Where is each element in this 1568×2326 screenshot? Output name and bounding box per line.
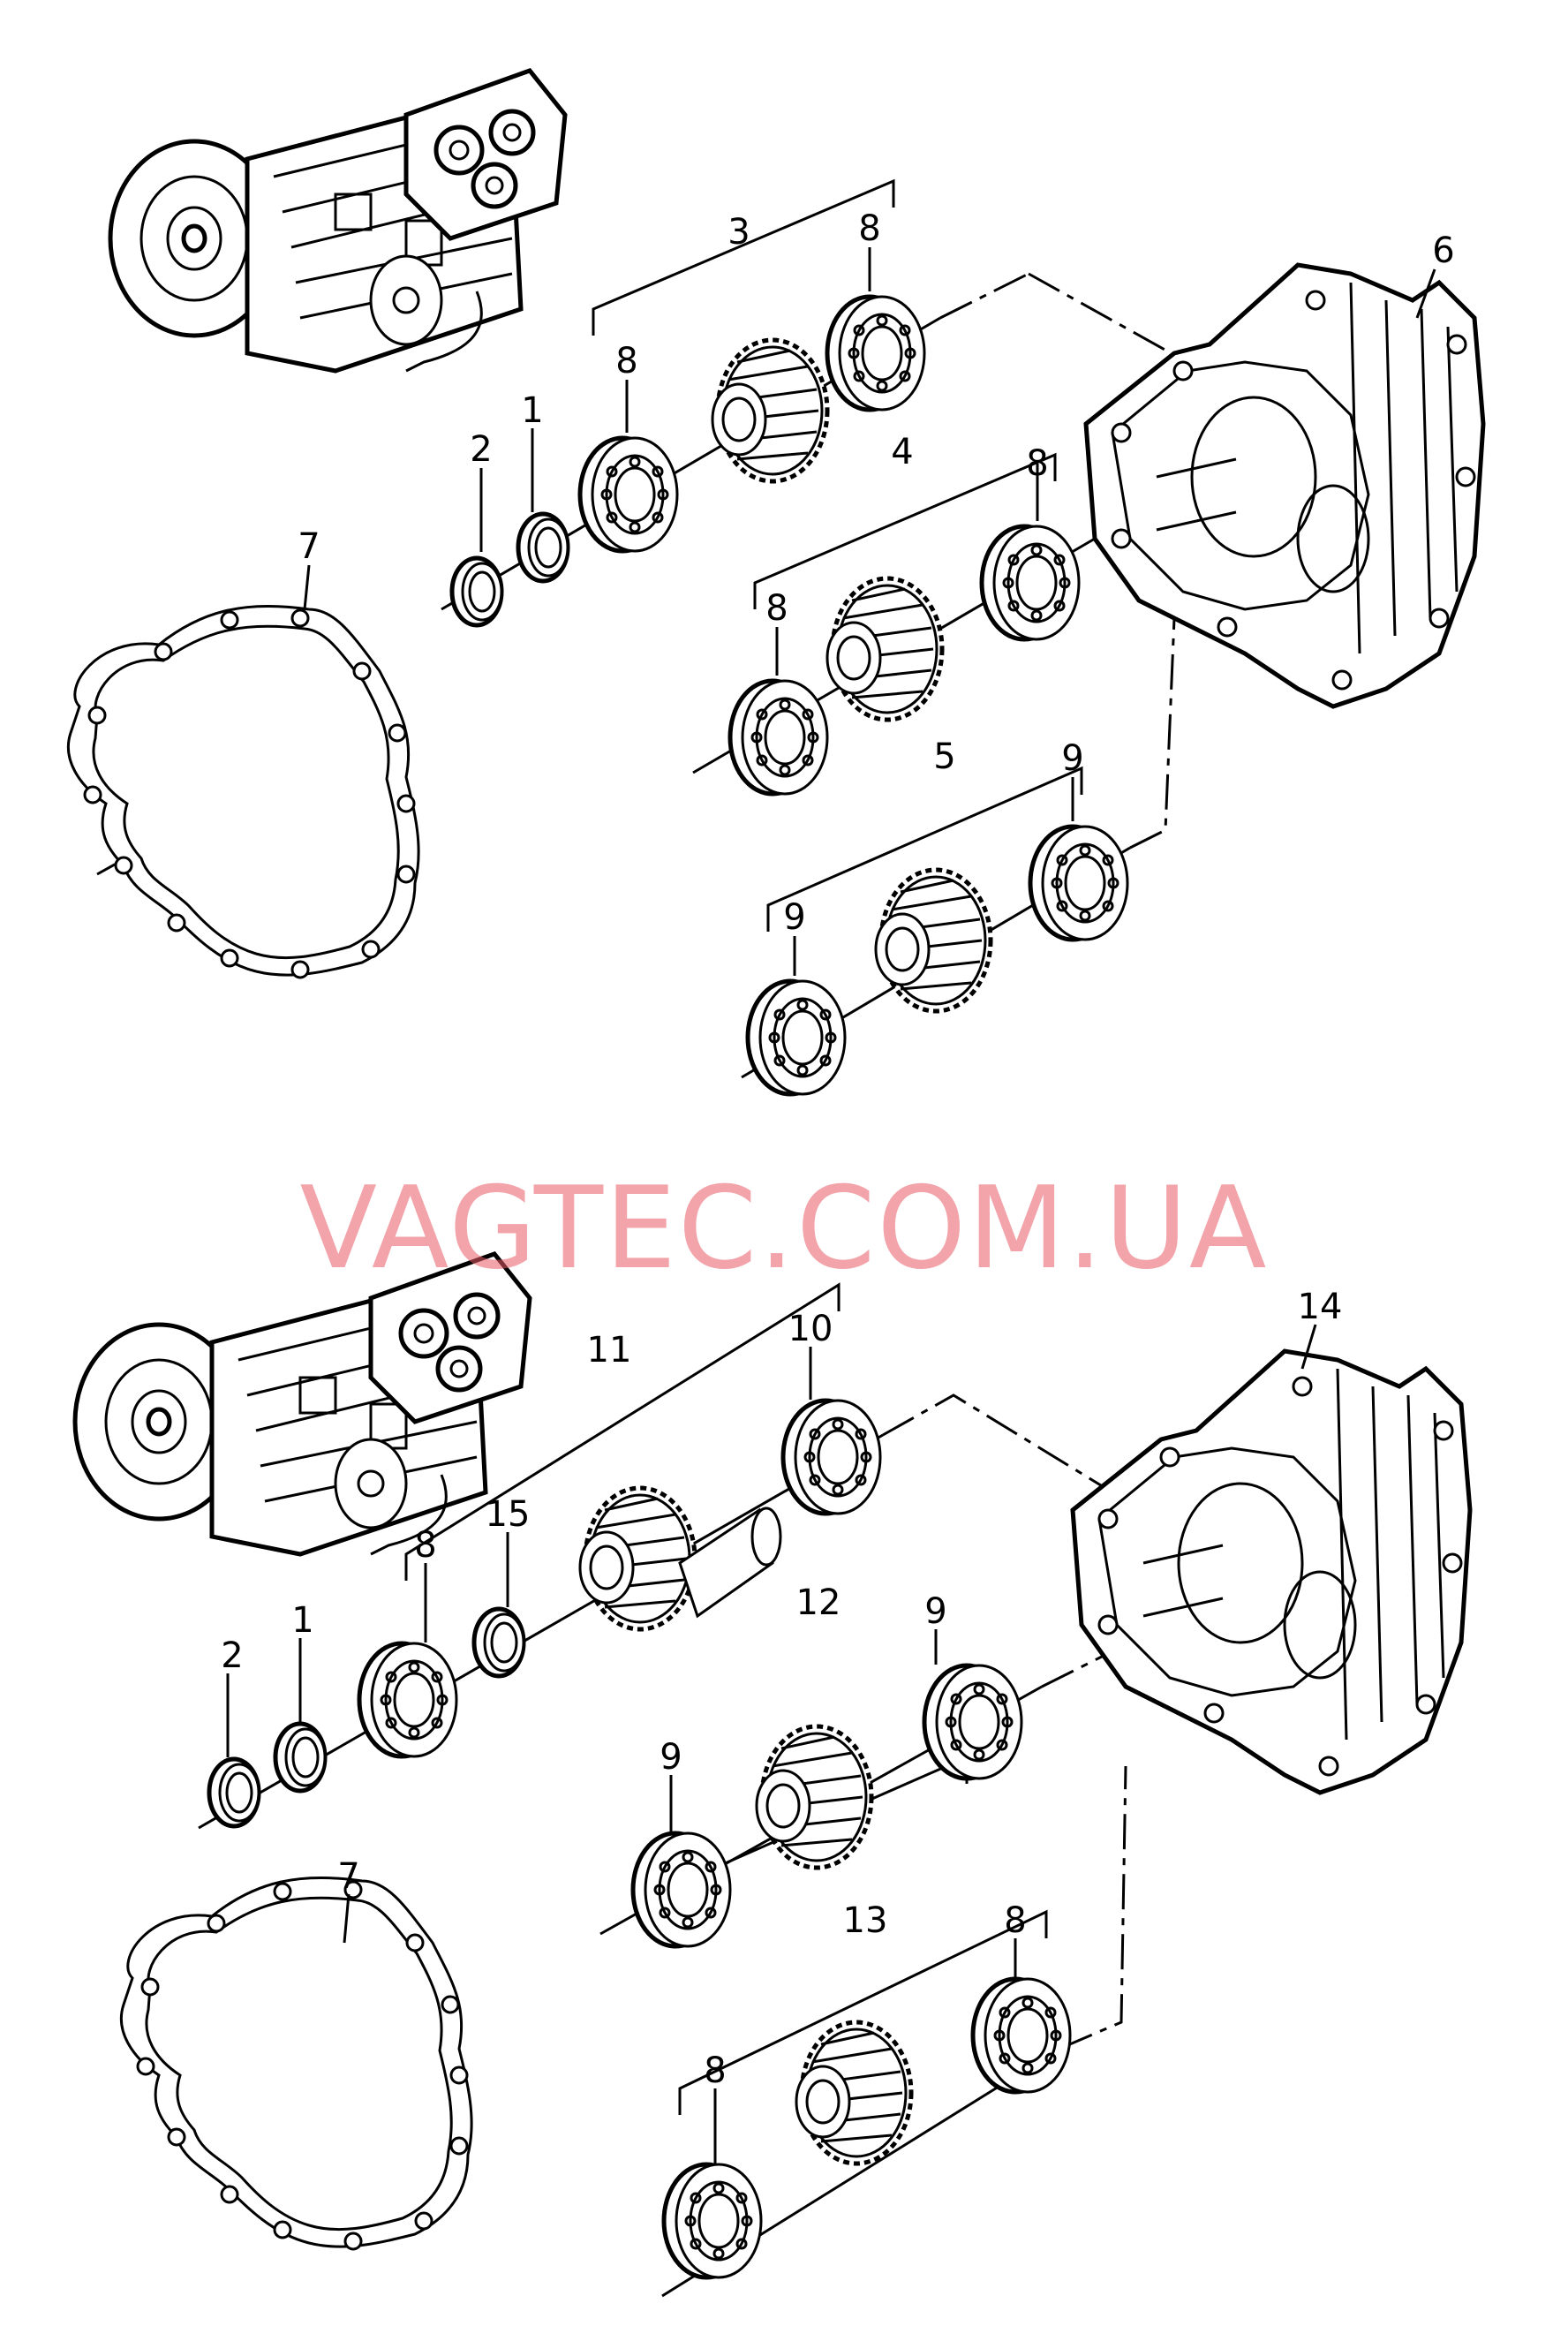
shaft-gear-11 <box>580 1488 695 1629</box>
bearing-8b <box>827 297 924 410</box>
group-bracket-11 <box>404 1282 841 1581</box>
callout-8: 8 <box>414 1525 436 1566</box>
transmission-overview-icon <box>110 71 565 371</box>
callout-8: 8 <box>615 341 637 381</box>
callout-8: 8 <box>1004 1900 1026 1941</box>
callout-1: 1 <box>291 1600 313 1641</box>
seal-ring-2 <box>452 558 501 625</box>
gasket-7 <box>66 604 420 979</box>
group-bracket-5 <box>766 766 1083 932</box>
callout-7: 7 <box>298 526 320 567</box>
retaining-ring-1 <box>518 514 568 581</box>
callout-2: 2 <box>221 1635 243 1676</box>
transfer-case-housing-6 <box>1086 265 1483 706</box>
group-bracket-13 <box>678 1909 1048 2115</box>
bearing-8a <box>580 438 677 551</box>
callout-8: 8 <box>704 2050 726 2091</box>
callout-12: 12 <box>796 1582 841 1623</box>
callout-3: 3 <box>727 212 750 253</box>
bearing-8c <box>982 526 1079 639</box>
watermark-text: VAGTEC.COM.UA <box>300 1163 1269 1295</box>
seal-ring-2 <box>209 1759 259 1826</box>
bearing-8b <box>664 2164 761 2277</box>
callout-13: 13 <box>843 1900 888 1941</box>
callout-8: 8 <box>765 588 788 629</box>
callout-15: 15 <box>486 1494 531 1535</box>
transmission-overview-icon <box>75 1254 530 1554</box>
gear-4 <box>827 578 942 720</box>
bearing-9a <box>633 1833 730 1946</box>
bearing-8c <box>973 1979 1070 2092</box>
bearing-9a <box>748 981 845 1094</box>
callout-11: 11 <box>587 1330 632 1371</box>
callout-9: 9 <box>660 1737 682 1778</box>
bearing-10 <box>783 1401 880 1514</box>
callout-9: 9 <box>1061 738 1083 779</box>
callout-10: 10 <box>788 1309 833 1349</box>
callout-7: 7 <box>337 1856 359 1897</box>
callout-9: 9 <box>783 897 805 938</box>
bearing-9b <box>924 1665 1021 1778</box>
callout-4: 4 <box>891 432 913 472</box>
transfer-case-housing-14 <box>1073 1351 1470 1793</box>
gasket-7 <box>119 1876 473 2251</box>
callout-8: 8 <box>1026 443 1048 484</box>
callout-5: 5 <box>933 736 955 777</box>
retaining-ring-1 <box>275 1724 325 1791</box>
bearing-8d <box>730 681 827 794</box>
bearing-9b <box>1030 827 1127 940</box>
lower-assembly: 2 1 8 15 11 10 12 9 9 13 8 8 7 14 <box>75 1254 1470 2298</box>
callout-6: 6 <box>1432 230 1454 271</box>
gear-13 <box>796 2022 911 2164</box>
group-bracket-3 <box>592 178 895 336</box>
upper-assembly: 2 1 8 3 8 4 8 8 5 9 9 7 6 <box>66 71 1483 1094</box>
callout-9: 9 <box>924 1591 946 1632</box>
spring-ring-15 <box>474 1609 524 1676</box>
callout-14: 14 <box>1298 1287 1343 1327</box>
shaft-11 <box>678 1507 782 1619</box>
bearing-8a <box>359 1643 456 1756</box>
callout-1: 1 <box>521 390 543 431</box>
gear-3 <box>712 340 827 481</box>
callout-2: 2 <box>470 429 492 470</box>
gear-12 <box>757 1726 871 1868</box>
group-bracket-4 <box>753 452 1057 609</box>
gear-5 <box>876 870 991 1011</box>
callout-8: 8 <box>858 208 880 249</box>
